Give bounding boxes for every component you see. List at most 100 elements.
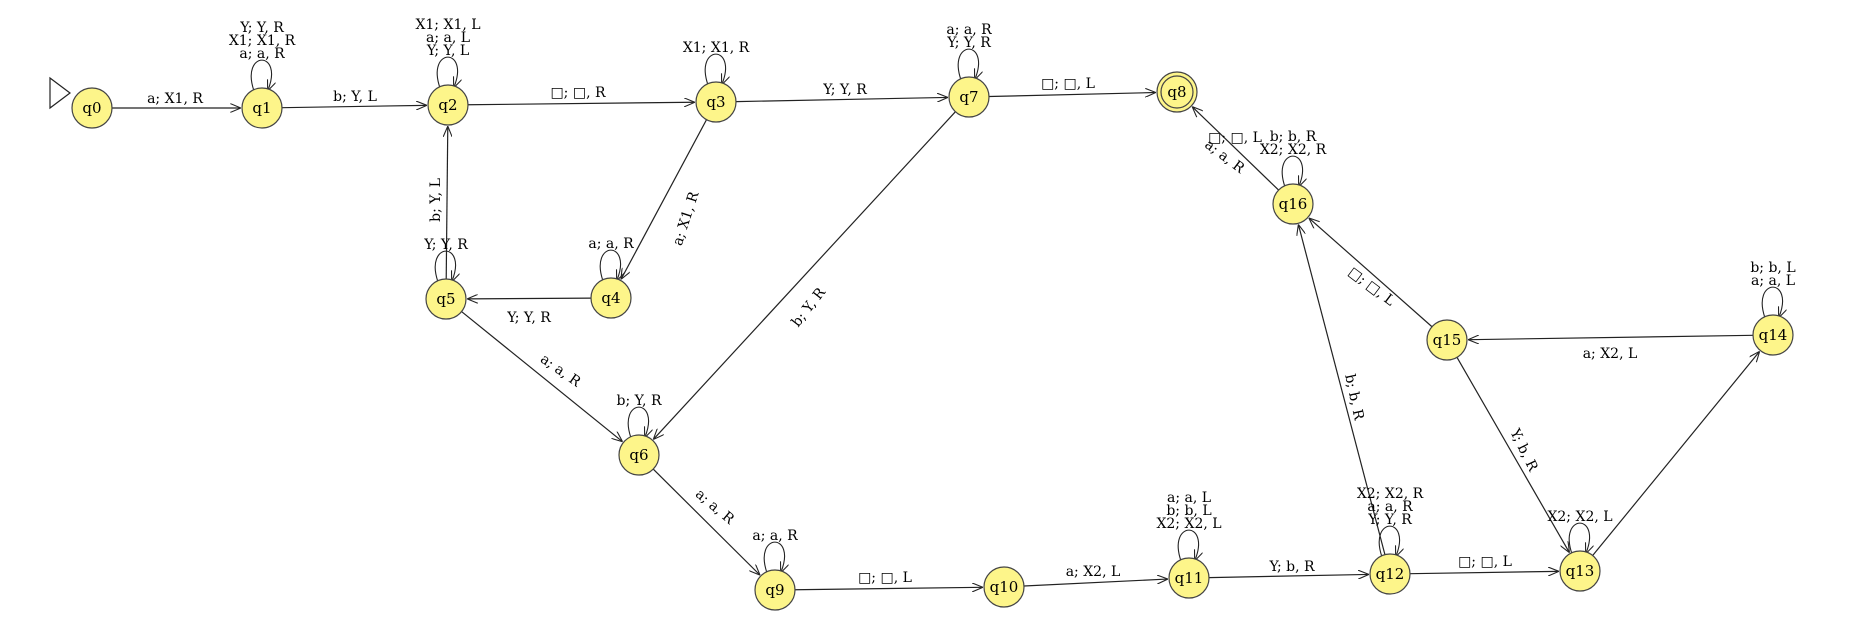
state-circle [1369, 553, 1411, 595]
self-loop-label: Y; Y, R [239, 20, 284, 36]
transition-label: □; □, L [1458, 554, 1512, 570]
state-q15: q15 [1426, 319, 1468, 361]
transition-edge-q6-q9 [652, 468, 759, 574]
state-q16: q16 [1272, 183, 1314, 225]
self-loop-label: a; a, R [946, 22, 992, 38]
state-circle [1156, 71, 1198, 113]
transition-label: Y; b, R [1268, 559, 1315, 575]
state-label: q10 [990, 578, 1019, 596]
state-q8: q8 [1156, 71, 1198, 113]
transition-label: Y; b, R [1506, 426, 1541, 475]
transition-label: □; □, L [858, 570, 912, 586]
transition-edge-q15-q16 [1309, 219, 1433, 328]
self-loop-label: b; b, R [1270, 129, 1317, 145]
transition-label: □; □, L [1041, 76, 1095, 92]
edges-layer [112, 93, 1759, 590]
self-loop-q12 [1378, 525, 1399, 557]
self-loop-label: a; a, R [1367, 499, 1413, 515]
state-label: q13 [1566, 562, 1595, 580]
state-q11: q11 [1168, 557, 1210, 599]
state-circle [1426, 319, 1468, 361]
transition-label: b; Y, L [428, 178, 444, 222]
transition-edge-q15-q13 [1456, 357, 1569, 552]
state-q3: q3 [695, 81, 737, 123]
state-circle [1168, 557, 1210, 599]
transition-label: Y; Y, R [822, 82, 867, 98]
state-circle [1752, 314, 1794, 356]
transition-label: Y; Y, R [506, 310, 551, 326]
transition-edge-q10-q11 [1023, 579, 1167, 587]
state-label: q1 [252, 99, 271, 117]
self-loops-layer [250, 48, 1782, 573]
self-loop-label: a; a, L [1167, 490, 1211, 506]
transition-edge-q3-q7 [735, 97, 947, 103]
transition-label: a; X2, L [1066, 564, 1121, 580]
transition-label: b; Y, L [333, 89, 377, 105]
transition-label: a; X2, L [1583, 346, 1638, 362]
self-loop-label: a; a, R [239, 46, 285, 62]
transition-label: □; □, L [1208, 130, 1262, 146]
state-q9: q9 [754, 569, 796, 611]
transition-label: a; X1, R [147, 91, 203, 107]
self-loop-label: b; Y, R [616, 393, 661, 409]
state-label: q8 [1167, 83, 1186, 101]
transition-edge-q12-q16 [1299, 225, 1386, 555]
transition-edge-q2-q3 [467, 102, 694, 105]
start-state-marker [49, 76, 71, 110]
self-loop-label: Y; Y, L [426, 43, 469, 59]
state-circle [590, 277, 632, 319]
state-label: q15 [1433, 331, 1462, 349]
self-loop-label: a; a, L [1751, 273, 1795, 289]
transition-label: a; a, R [537, 351, 584, 390]
self-loop-label: X1; X1, L [415, 17, 480, 33]
transition-edge-q3-q4 [621, 119, 708, 279]
transition-edge-q7-q6 [654, 111, 956, 439]
self-loop-q4 [599, 249, 620, 281]
state-q6: q6 [618, 434, 660, 476]
state-q5: q5 [425, 278, 467, 320]
self-loop-label: X1; X1, R [683, 40, 750, 56]
state-q14: q14 [1752, 314, 1794, 356]
transition-label: a; a, R [692, 486, 737, 528]
self-loop-q14 [1761, 286, 1782, 318]
state-label: q5 [436, 290, 455, 308]
self-loop-label: X2; X2, R [1357, 486, 1424, 502]
state-circle [1559, 550, 1601, 592]
self-loop-q6 [627, 406, 648, 438]
self-loop-label: Y; Y, R [423, 237, 468, 253]
transition-edge-q5-q6 [461, 311, 622, 442]
state-label: q11 [1175, 569, 1204, 587]
transition-edge-q9-q10 [794, 587, 982, 589]
self-loop-label: Y; Y, R [946, 35, 991, 51]
state-circle [427, 84, 469, 126]
state-label: q16 [1279, 195, 1308, 213]
self-loop-q7 [957, 48, 978, 80]
transition-label: a; X1, R [670, 189, 703, 247]
state-circle [1272, 183, 1314, 225]
self-loop-label: X2; X2, R [1260, 142, 1327, 158]
transition-label: □; □, L [1345, 264, 1398, 309]
state-label: q2 [438, 96, 457, 114]
state-circle [695, 81, 737, 123]
self-loop-q3 [704, 53, 725, 85]
state-q1: q1 [241, 87, 283, 129]
transition-label: b; b, R [1341, 373, 1366, 422]
self-loop-q11 [1177, 529, 1198, 561]
state-label: q6 [629, 446, 648, 464]
self-loop-q5 [434, 250, 455, 282]
transition-edge-q4-q5 [468, 298, 592, 299]
self-loop-q9 [763, 541, 784, 573]
state-circle [983, 566, 1025, 608]
self-loop-label: a; a, R [752, 528, 798, 544]
self-loop-label: b; b, L [1166, 503, 1211, 519]
state-q2: q2 [427, 84, 469, 126]
state-label: q14 [1759, 326, 1788, 344]
state-circle [71, 87, 113, 129]
final-state-ring [1160, 75, 1194, 109]
self-loop-label: X1; X1, R [229, 33, 296, 49]
state-q4: q4 [590, 277, 632, 319]
transition-edge-q16-q8 [1193, 107, 1280, 191]
